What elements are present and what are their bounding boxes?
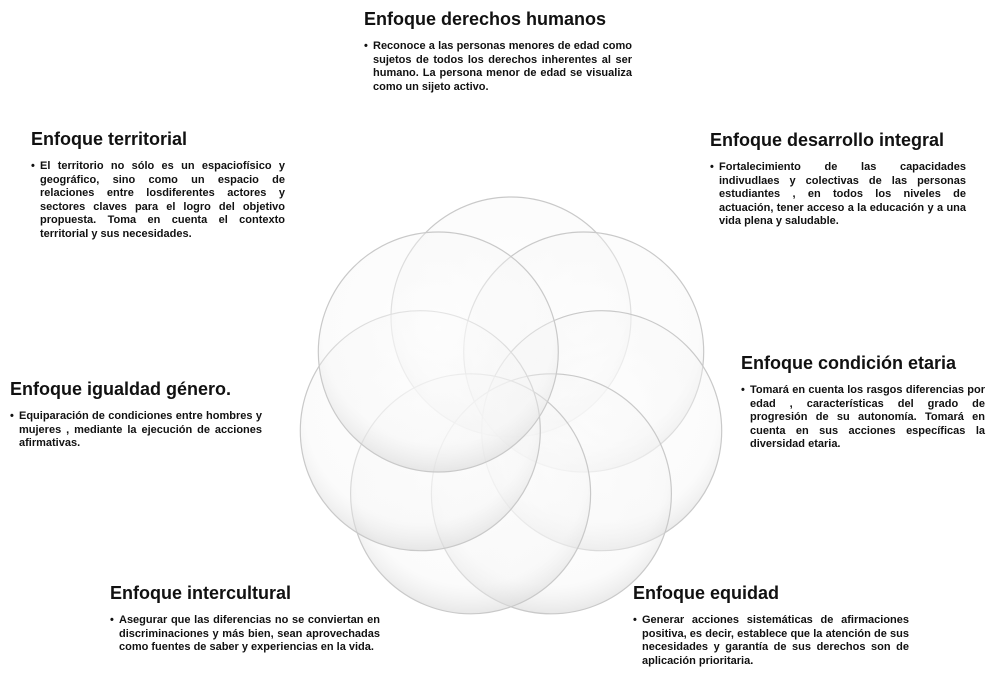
approach-description: • Generar acciones sistemáticas de afirm… [633, 614, 909, 668]
bullet-icon: • [741, 384, 745, 396]
approach-territorial: Enfoque territorial • El territorio no s… [31, 128, 285, 241]
bullet-icon: • [364, 40, 368, 52]
approach-title: Enfoque derechos humanos [364, 9, 607, 29]
approach-igualdad-genero: Enfoque igualdad género. • Equiparación … [10, 378, 262, 451]
approach-title: Enfoque condición etaria [741, 353, 957, 373]
approach-description-text: Asegurar que las diferencias no se convi… [119, 614, 380, 653]
approach-description-text: Equiparación de condiciones entre hombre… [19, 410, 262, 449]
approach-derechos-humanos: Enfoque derechos humanos • Reconoce a la… [364, 8, 632, 94]
approach-description: • Tomará en cuenta los rasgos diferencia… [741, 384, 985, 452]
approach-title: Enfoque intercultural [110, 583, 292, 603]
approach-desarrollo-integral: Enfoque desarrollo integral • Fortalecim… [710, 129, 966, 229]
bullet-icon: • [31, 160, 35, 172]
approach-description: • Equiparación de condiciones entre homb… [10, 410, 262, 451]
approach-description-text: Reconoce a las personas menores de edad … [373, 40, 632, 93]
bullet-icon: • [633, 614, 637, 626]
approach-description: • El territorio no sólo es un espaciofís… [31, 160, 285, 241]
approach-description: • Reconoce a las personas menores de eda… [364, 40, 632, 94]
circle-equidad [317, 231, 559, 473]
approach-description-text: El territorio no sólo es un espaciofísic… [40, 160, 285, 240]
approach-intercultural: Enfoque intercultural • Asegurar que las… [110, 582, 380, 655]
approach-title: Enfoque igualdad género. [10, 379, 232, 399]
approach-description-text: Fortalecimiento de las capacidades indiv… [719, 161, 966, 227]
approach-description-text: Tomará en cuenta los rasgos diferencias … [750, 384, 985, 450]
approach-description-text: Generar acciones sistemáticas de afirmac… [642, 614, 909, 667]
approach-title: Enfoque desarrollo integral [710, 130, 945, 150]
approach-description: • Fortalecimiento de las capacidades ind… [710, 161, 966, 229]
approach-condicion-etaria: Enfoque condición etaria • Tomará en cue… [741, 352, 985, 452]
approach-description: • Asegurar que las diferencias no se con… [110, 614, 380, 655]
bullet-icon: • [110, 614, 114, 626]
approach-title: Enfoque territorial [31, 129, 188, 149]
bullet-icon: • [710, 161, 714, 173]
approach-title: Enfoque equidad [633, 583, 779, 603]
bullet-icon: • [10, 410, 14, 422]
approach-equidad: Enfoque equidad • Generar acciones siste… [633, 582, 909, 668]
